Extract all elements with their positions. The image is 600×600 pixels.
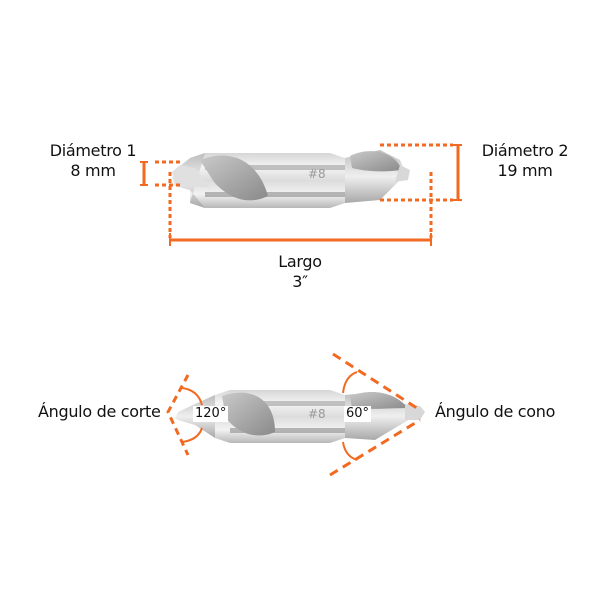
diameter-2-title: Diámetro 2	[481, 141, 569, 160]
bottom-angle-lines	[166, 352, 421, 477]
length-value: 3″	[292, 272, 308, 291]
bottom-drill-marking: #8	[308, 407, 326, 421]
cutting-angle-value: 120°	[193, 406, 229, 422]
top-drill-bit	[172, 150, 410, 208]
diameter-1-value: 8 mm	[70, 161, 116, 180]
top-drill-marking: #8	[308, 167, 326, 181]
diameter-1-title: Diámetro 1	[49, 141, 137, 160]
cone-angle-value: 60°	[344, 406, 372, 422]
diameter-2-value: 19 mm	[497, 161, 553, 180]
top-dimension-lines	[140, 143, 462, 246]
diameter-2-label: Diámetro 2 19 mm	[470, 141, 580, 181]
bottom-drill-bit	[175, 390, 425, 443]
cutting-angle-label: Ángulo de corte	[38, 402, 161, 421]
length-title: Largo	[278, 252, 322, 271]
diameter-1-label: Diámetro 1 8 mm	[38, 141, 148, 181]
cone-angle-label: Ángulo de cono	[435, 402, 556, 421]
length-label: Largo 3″	[250, 252, 350, 292]
